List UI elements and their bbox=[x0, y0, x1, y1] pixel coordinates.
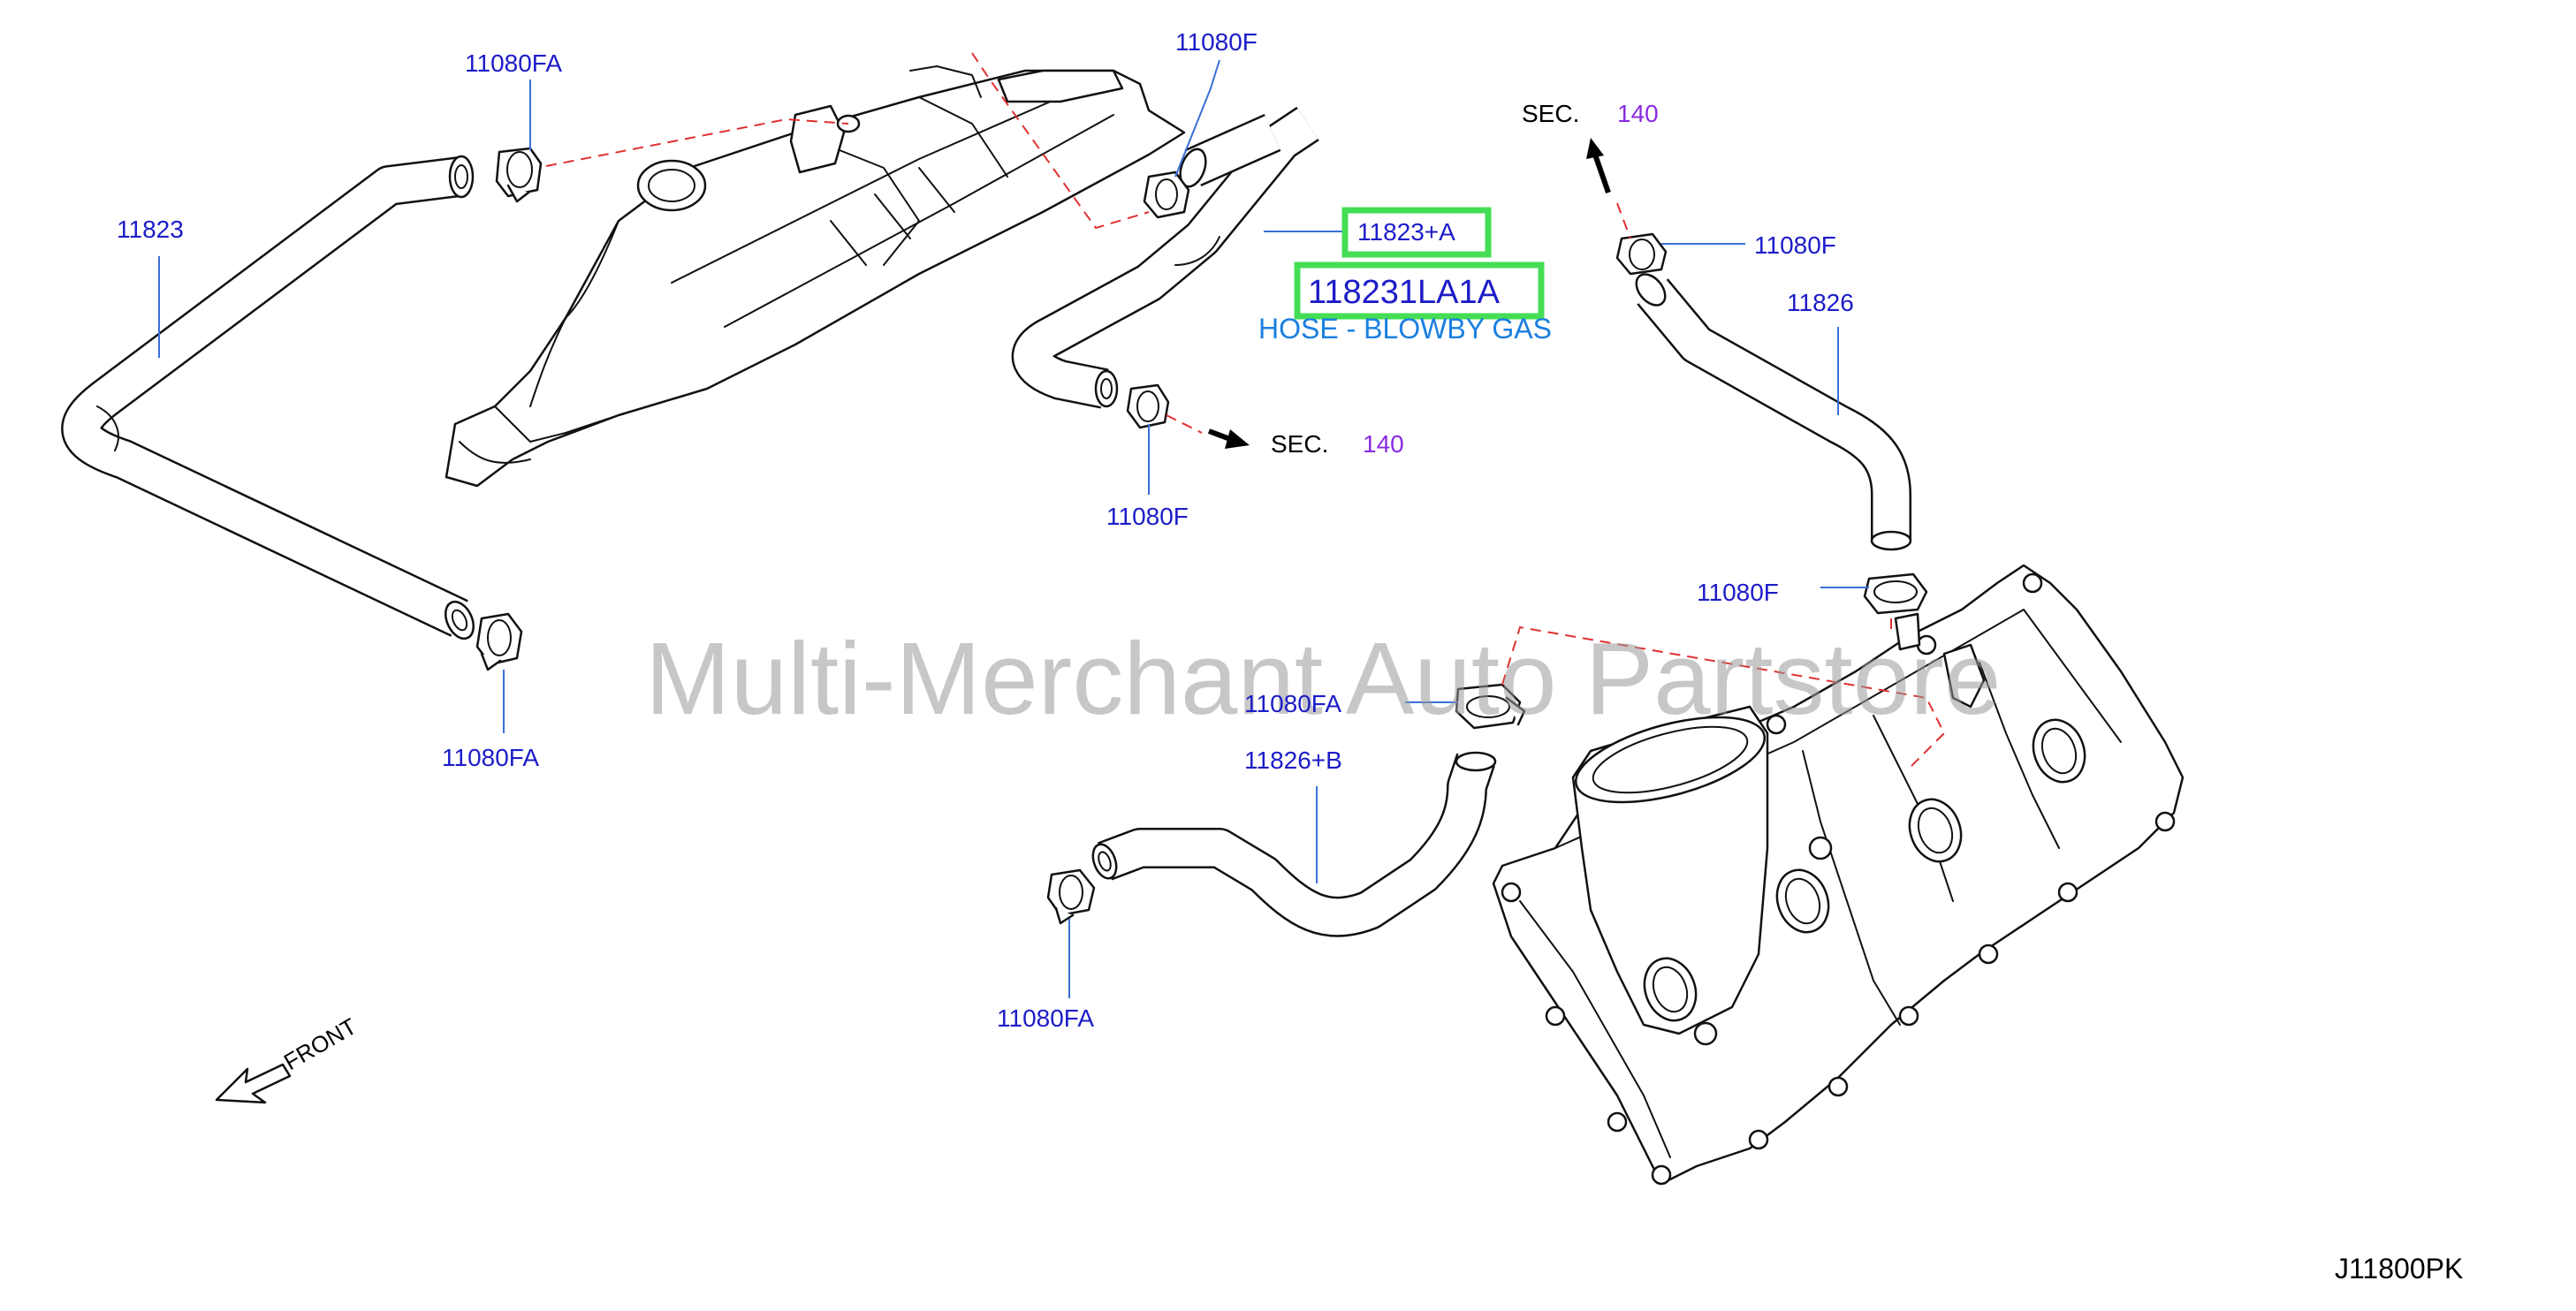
label-clamp-11080fa-bottom: 11080FA bbox=[997, 1004, 1094, 1032]
leader-lines bbox=[158, 59, 1869, 998]
highlight-box-11823-a bbox=[1341, 207, 1492, 258]
intake-cover-assembly bbox=[445, 65, 1186, 488]
hose-11823-a bbox=[1011, 106, 1319, 409]
watermark: Multi-Merchant Auto Partstore bbox=[645, 621, 2001, 736]
clamp-11080fa-left-bottom bbox=[475, 612, 523, 671]
label-sec-top-prefix: SEC. bbox=[1522, 100, 1579, 127]
label-hose-11826: 11826 bbox=[1787, 289, 1854, 316]
label-diagram-code: J11800PK bbox=[2335, 1253, 2463, 1284]
label-clamp-11080fa-top: 11080FA bbox=[465, 49, 562, 77]
valve-cover-assembly bbox=[1492, 564, 2185, 1186]
label-sec-mid-num: 140 bbox=[1363, 430, 1404, 458]
label-clamp-11080fa-left-bottom: 11080FA bbox=[442, 744, 539, 771]
clamp-11080f-right-top bbox=[1615, 232, 1668, 276]
label-sec-mid-prefix: SEC. bbox=[1271, 430, 1328, 458]
highlight-box-part-number bbox=[1294, 261, 1545, 320]
label-sec-top-num: 140 bbox=[1617, 100, 1659, 127]
hose-11823 bbox=[61, 155, 475, 640]
label-hose-11823-a: 11823+A bbox=[1357, 218, 1455, 246]
clamp-11080f-top bbox=[1143, 171, 1190, 219]
label-hose-11826-b: 11826+B bbox=[1244, 746, 1342, 774]
dashed-connections bbox=[545, 52, 1946, 769]
front-arrow-icon bbox=[215, 1063, 292, 1104]
clamp-11080fa-top bbox=[495, 147, 543, 203]
hose-11826-b bbox=[1091, 751, 1497, 937]
label-clamp-11080f-right-mid: 11080F bbox=[1697, 579, 1779, 606]
hose-11826 bbox=[1635, 273, 1912, 551]
label-description: HOSE - BLOWBY GAS bbox=[1258, 313, 1552, 345]
label-clamp-11080f-right-top: 11080F bbox=[1754, 231, 1836, 259]
label-clamp-11080fa-center: 11080FA bbox=[1244, 690, 1341, 717]
clamp-11080f-mid bbox=[1126, 383, 1170, 429]
clamp-11080fa-center bbox=[1455, 683, 1526, 730]
clamp-11080f-right-mid bbox=[1863, 572, 1928, 615]
label-front: FRONT bbox=[279, 1012, 361, 1075]
label-clamp-11080f-top: 11080F bbox=[1175, 28, 1258, 56]
label-part-number: 118231LA1A bbox=[1308, 274, 1501, 311]
label-hose-11823: 11823 bbox=[117, 216, 184, 243]
arrow-sec-mid bbox=[1207, 428, 1250, 449]
arrow-sec-top bbox=[1586, 138, 1611, 193]
label-clamp-11080f-mid: 11080F bbox=[1106, 503, 1189, 530]
clamp-11080fa-bottom bbox=[1046, 868, 1096, 925]
